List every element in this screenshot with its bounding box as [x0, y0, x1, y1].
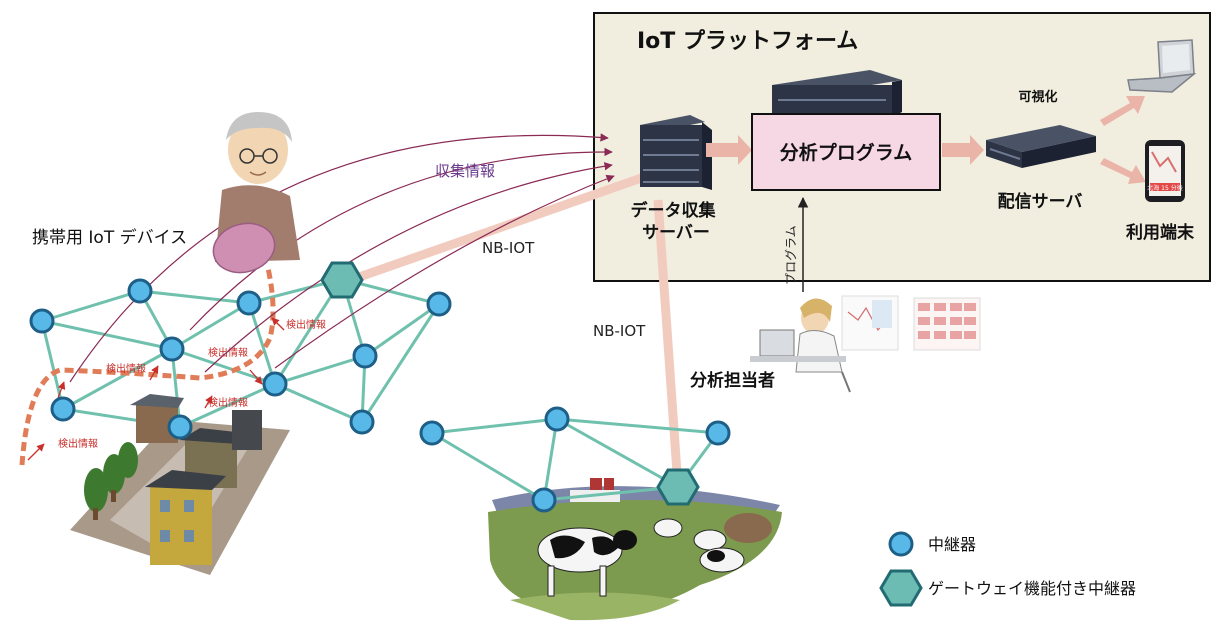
detection-label-4: 検出情報	[208, 396, 248, 409]
gateway-node-farm	[656, 468, 700, 506]
repeater-node	[349, 409, 375, 435]
repeater-node	[159, 336, 185, 362]
detection-label-5: 検出情報	[286, 318, 326, 331]
portable-device-label: 携帯用 IoT デバイス	[32, 227, 187, 248]
device-movement-path	[19, 267, 276, 466]
flow-arrow-to-phone	[1100, 158, 1146, 184]
collection-server-label-line1: データ収集	[631, 200, 717, 221]
smartphone-icon: 北海 15 分後	[1145, 140, 1185, 202]
collection-server-label-line2: サーバー	[642, 223, 710, 243]
program-arrow-label: プログラム	[784, 225, 798, 285]
nb-iot-label-lower: NB-IOT	[593, 322, 646, 340]
repeater-node	[544, 406, 570, 432]
analyst-illustration	[750, 298, 851, 393]
delivery-server-icon	[986, 125, 1096, 168]
repeater-node	[426, 291, 452, 317]
platform-title: IoT プラットフォーム	[637, 29, 858, 54]
analysis-server-icon	[772, 70, 902, 117]
collection-server-icon	[640, 115, 712, 190]
house-illustration	[70, 394, 290, 575]
legend-repeater-icon	[888, 531, 914, 557]
flow-arrow-to-laptop	[1100, 96, 1145, 126]
repeater-node	[531, 487, 557, 513]
nb-iot-link-lower	[653, 199, 683, 488]
elderly-person-illustration	[215, 112, 300, 262]
phone-banner-text: 北海 15 分後	[1147, 184, 1182, 192]
detection-label-2: 検出情報	[106, 362, 146, 375]
legend-gateway-icon	[879, 569, 923, 607]
tree-illustration	[84, 442, 138, 520]
detection-label-1: 検出情報	[58, 437, 98, 450]
detection-arrows	[27, 317, 285, 461]
gateway-node-left	[320, 261, 364, 299]
analysis-program-label: 分析プログラム	[780, 141, 912, 164]
user-terminal-label: 利用端末	[1126, 222, 1195, 243]
portable-iot-device-icon	[212, 222, 276, 274]
left-mesh-nodes	[29, 278, 452, 440]
repeater-node	[127, 278, 153, 304]
legend-repeater-label: 中継器	[928, 535, 976, 554]
collection-server-label: データ収集 サーバー	[631, 200, 722, 243]
analysis-documents	[841, 295, 981, 351]
visualization-label: 可視化	[1018, 89, 1057, 105]
repeater-node	[419, 420, 445, 446]
collected-info-label: 収集情報	[435, 162, 495, 180]
lower-mesh-nodes	[419, 406, 731, 513]
repeater-node	[705, 420, 731, 446]
collected-info-arrows	[69, 133, 615, 383]
legend-gateway-label: ゲートウェイ機能付き中継器	[928, 579, 1136, 598]
flow-arrow-analysis-to-delivery	[942, 135, 984, 165]
flow-arrow-collect-to-analysis	[706, 135, 752, 165]
repeater-node	[167, 414, 193, 440]
analysis-program-box	[751, 113, 941, 191]
detection-label-3: 検出情報	[208, 346, 248, 359]
laptop-icon	[1127, 39, 1197, 93]
farm-illustration	[488, 478, 782, 621]
repeater-node	[352, 343, 378, 369]
repeater-node	[50, 396, 76, 422]
repeater-node	[29, 308, 55, 334]
lower-mesh-lines	[431, 417, 720, 502]
delivery-server-label: 配信サーバ	[998, 191, 1083, 212]
legend: 中継器 ゲートウェイ機能付き中継器	[879, 531, 1136, 607]
nb-iot-label-upper: NB-IOT	[482, 239, 535, 257]
analyst-label: 分析担当者	[690, 370, 775, 391]
repeater-node	[262, 371, 288, 397]
repeater-node	[236, 290, 262, 316]
